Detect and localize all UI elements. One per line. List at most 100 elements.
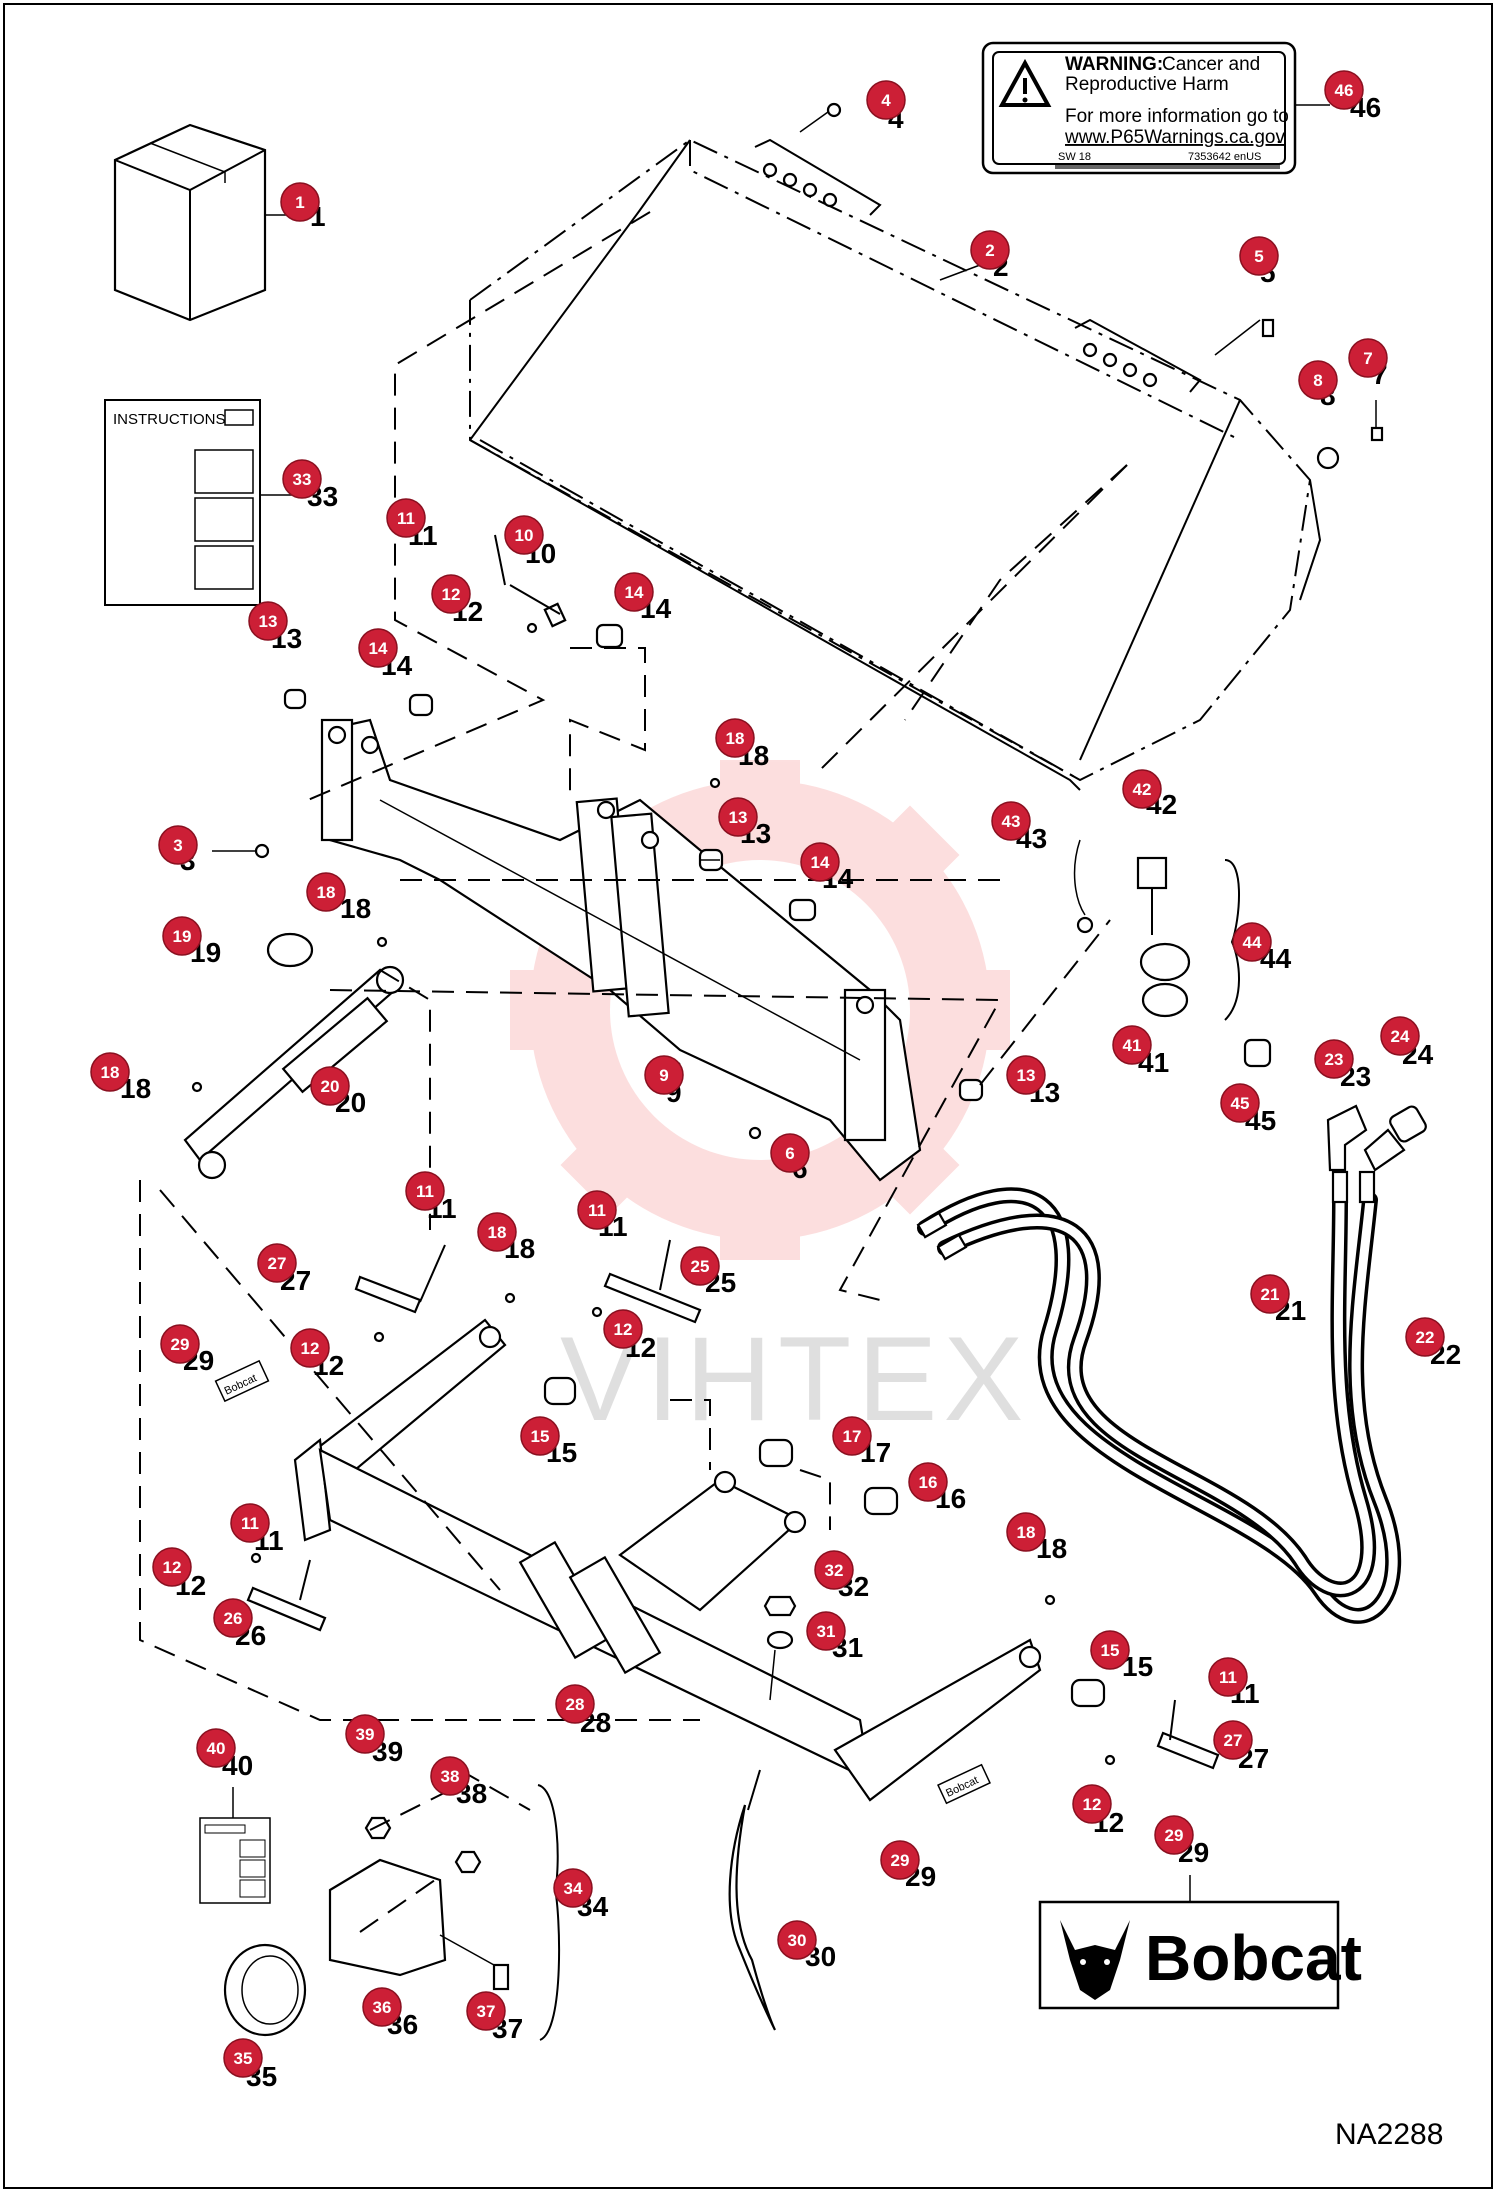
callout-bubble-text-37: 37 bbox=[477, 2002, 496, 2021]
callout-6: 66 bbox=[770, 1133, 810, 1184]
callout-5: 55 bbox=[1239, 236, 1279, 288]
callout-bubble-21 bbox=[1250, 1274, 1290, 1314]
callout-bubble-text-29a: 29 bbox=[171, 1335, 190, 1354]
callout-bubble-text-39: 39 bbox=[356, 1725, 375, 1744]
callout-bubble-14a bbox=[614, 572, 654, 612]
callout-bubble-31 bbox=[806, 1611, 846, 1651]
latch-handle-30 bbox=[728, 1769, 776, 2031]
callout-bubble-22 bbox=[1405, 1317, 1445, 1357]
callout-bubble-12a bbox=[431, 574, 471, 614]
callout-bubble-24 bbox=[1380, 1016, 1420, 1056]
callout-bubble-39 bbox=[345, 1714, 385, 1754]
callout-bubble-text-14b: 14 bbox=[369, 639, 388, 658]
callout-bubble-text-13c: 13 bbox=[1017, 1066, 1036, 1085]
callout-bubble-text-3: 3 bbox=[173, 836, 182, 855]
callout-bubble-11d bbox=[230, 1503, 270, 1543]
callout-bubble-text-18e: 18 bbox=[1017, 1523, 1036, 1542]
warning-label-46: WARNING: Cancer and Reproductive Harm Fo… bbox=[981, 41, 1330, 175]
callout-bubble-23 bbox=[1314, 1039, 1354, 1079]
callout-bubble-text-18b: 18 bbox=[317, 883, 336, 902]
callout-bubble-30 bbox=[777, 1920, 817, 1960]
callout-bubble-text-16: 16 bbox=[919, 1473, 938, 1492]
drawing-code: NA2288 bbox=[1335, 2118, 1443, 2151]
callout-bubble-33 bbox=[282, 459, 322, 499]
callout-bubble-text-26: 26 bbox=[224, 1609, 243, 1628]
callout-bubble-text-45: 45 bbox=[1231, 1094, 1250, 1113]
callout-bubble-1 bbox=[280, 182, 320, 222]
warning-line2: Reproductive Harm bbox=[1065, 74, 1229, 95]
callout-bubble-text-2: 2 bbox=[985, 241, 994, 260]
callout-bubble-29a bbox=[160, 1324, 200, 1364]
callout-bubble-text-18a: 18 bbox=[726, 729, 745, 748]
callout-bubble-text-27b: 27 bbox=[1224, 1731, 1243, 1750]
part-1-box bbox=[113, 123, 300, 322]
warning-code-right: 7353642 enUS bbox=[1188, 151, 1261, 163]
callout-bubble-text-40: 40 bbox=[207, 1739, 226, 1758]
callout-bubble-9 bbox=[644, 1055, 684, 1095]
callout-bubble-14c bbox=[800, 842, 840, 882]
callout-bubble-text-5: 5 bbox=[1254, 247, 1263, 266]
callout-bubble-18d bbox=[477, 1212, 517, 1252]
callout-3: 33 bbox=[158, 825, 198, 876]
callout-bubble-5 bbox=[1239, 236, 1279, 276]
callout-bubble-42 bbox=[1122, 769, 1162, 809]
callout-bubble-29c bbox=[1154, 1815, 1194, 1855]
callout-bubble-3 bbox=[158, 825, 198, 865]
callout-bubble-26 bbox=[213, 1598, 253, 1638]
callout-bubble-text-12a: 12 bbox=[442, 585, 461, 604]
callout-bubble-41 bbox=[1112, 1025, 1152, 1065]
callout-bubble-45 bbox=[1220, 1083, 1260, 1123]
callout-bubble-text-21: 21 bbox=[1261, 1285, 1280, 1304]
callout-bubble-11a bbox=[386, 498, 426, 538]
warning-title-rest: Cancer and bbox=[1162, 54, 1260, 75]
callout-bubble-text-1: 1 bbox=[295, 193, 304, 212]
callout-bubble-text-4: 4 bbox=[881, 91, 891, 110]
callout-bubble-text-34: 34 bbox=[564, 1879, 583, 1898]
callout-bubble-text-14c: 14 bbox=[811, 853, 830, 872]
callout-4: 44 bbox=[866, 80, 906, 134]
callout-bubble-12c bbox=[603, 1309, 643, 1349]
callout-bubble-46 bbox=[1324, 70, 1364, 110]
callout-bubble-29b bbox=[880, 1840, 920, 1880]
callout-bubble-28 bbox=[555, 1684, 595, 1724]
callout-bubble-text-15b: 15 bbox=[1101, 1641, 1120, 1660]
callout-bubble-text-24: 24 bbox=[1391, 1027, 1410, 1046]
warning-period: . bbox=[1276, 127, 1281, 148]
callout-bubble-12b bbox=[290, 1328, 330, 1368]
callout-bubble-8 bbox=[1298, 360, 1338, 400]
callout-9: 99 bbox=[644, 1055, 684, 1108]
callout-bubble-text-12b: 12 bbox=[301, 1339, 320, 1358]
callout-bubble-text-27a: 27 bbox=[268, 1254, 287, 1273]
callout-bubble-15b bbox=[1090, 1630, 1130, 1670]
callout-bubble-11b bbox=[405, 1171, 445, 1211]
callout-bubble-text-17: 17 bbox=[843, 1427, 862, 1446]
callout-bubble-12e bbox=[1072, 1784, 1112, 1824]
callout-bubble-18c bbox=[90, 1052, 130, 1092]
callout-bubble-18b bbox=[306, 872, 346, 912]
